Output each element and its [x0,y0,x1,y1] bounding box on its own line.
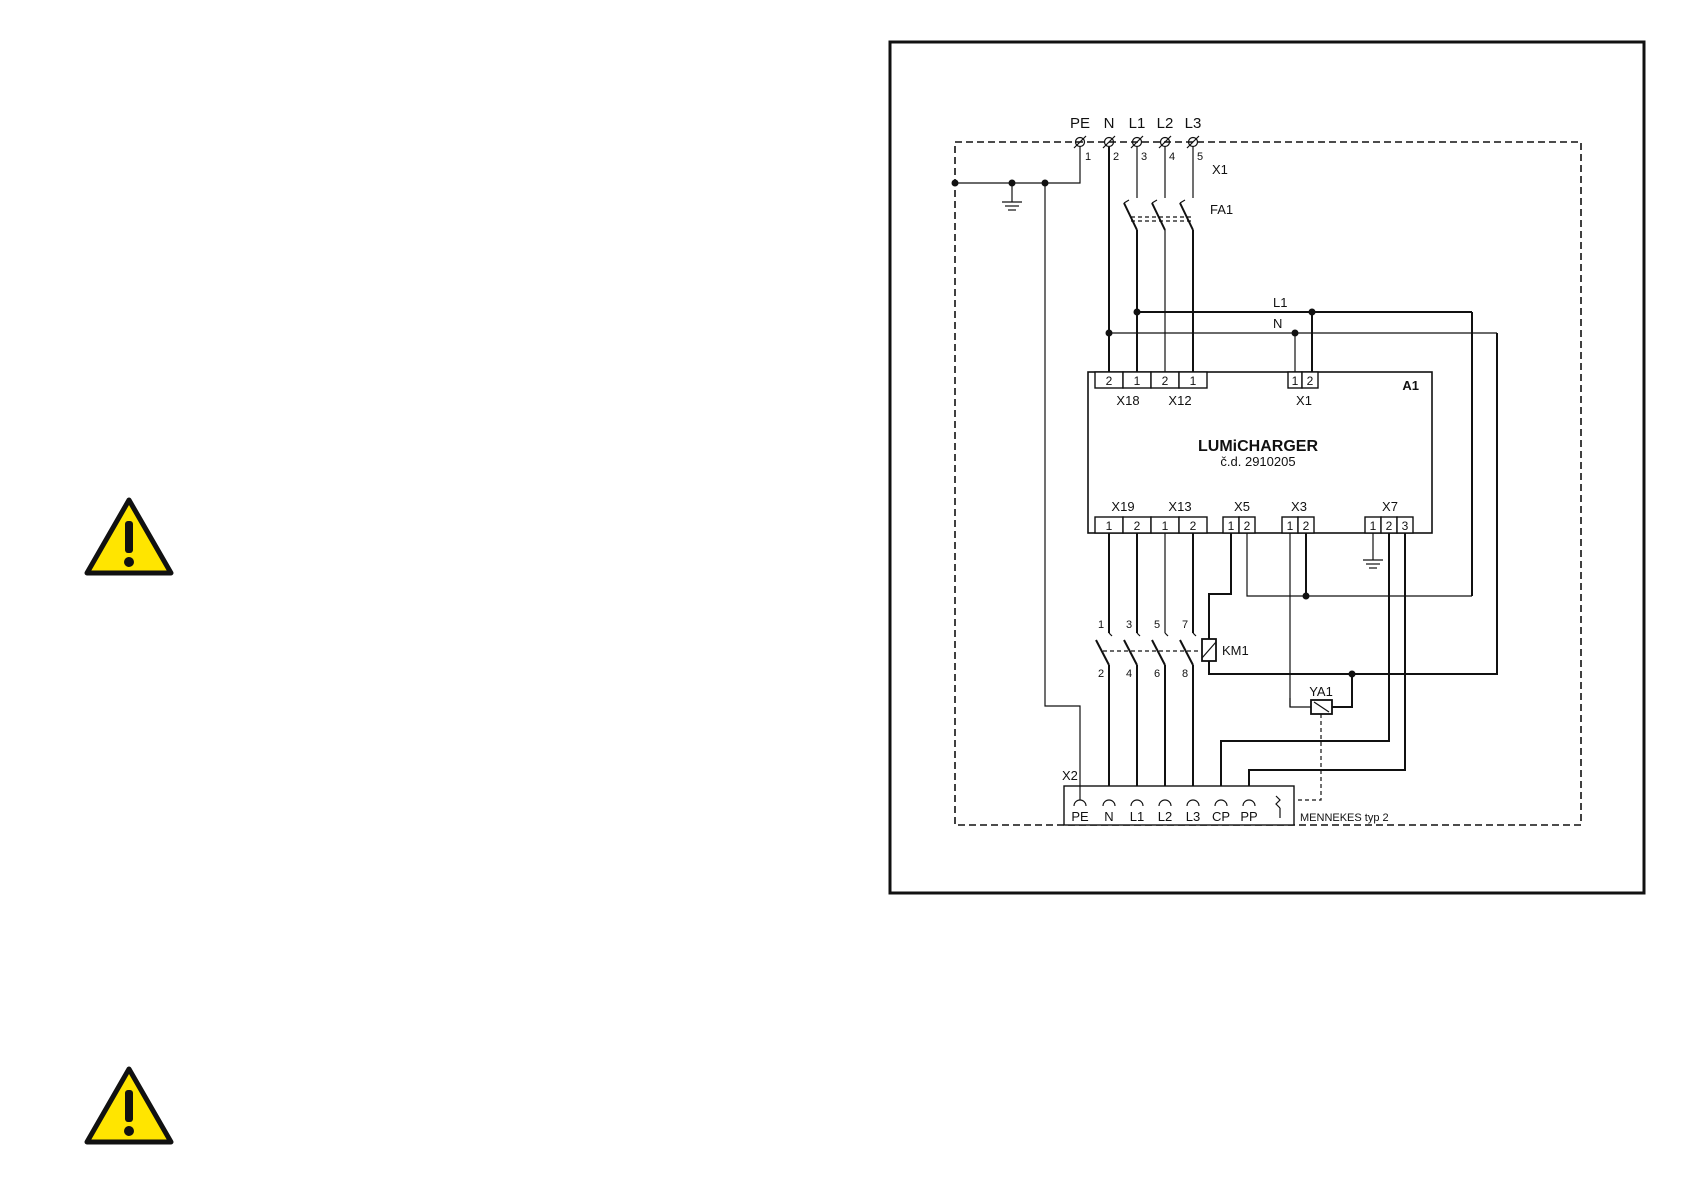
supply-pin-4: 4 [1169,151,1175,163]
svg-text:2: 2 [1106,374,1113,388]
svg-text:2: 2 [1134,519,1141,533]
svg-text:4: 4 [1126,668,1132,680]
breaker-fa1: FA1 [1124,147,1233,377]
svg-text:2: 2 [1098,668,1104,680]
module-code: č.d. 2910205 [1220,454,1295,469]
socket-type-label: MENNEKES typ 2 [1300,812,1389,824]
svg-text:CP: CP [1212,809,1230,824]
supply-label-l3: L3 [1185,115,1202,132]
supply-terminal-label: X1 [1212,162,1228,177]
supply-label-n: N [1104,115,1115,132]
svg-text:1: 1 [1134,374,1141,388]
supply-pin-1: 1 [1085,151,1091,163]
svg-text:2: 2 [1162,374,1169,388]
km1-label: KM1 [1222,643,1249,658]
supply-terminal-block: PE N L1 L2 L3 1 2 3 4 5 X1 [1070,115,1228,177]
svg-text:X3: X3 [1291,499,1307,514]
svg-text:X13: X13 [1168,499,1191,514]
svg-text:1: 1 [1162,519,1169,533]
svg-text:X12: X12 [1168,393,1191,408]
socket-x2: X2 PE N L1 L2 L3 CP PP MENNEKES typ 2 [1062,768,1389,825]
svg-text:1: 1 [1292,374,1299,388]
svg-text:1: 1 [1106,519,1113,533]
bus-label-n: N [1273,316,1282,331]
x7-ground-symbol [1363,533,1383,568]
svg-text:3: 3 [1402,519,1409,533]
svg-text:X7: X7 [1382,499,1398,514]
ya1-label: YA1 [1309,684,1333,699]
svg-text:5: 5 [1154,619,1160,631]
svg-text:2: 2 [1244,519,1251,533]
supply-pin-3: 3 [1141,151,1147,163]
svg-text:X19: X19 [1111,499,1134,514]
svg-text:L2: L2 [1158,809,1172,824]
socket-terminal-label: X2 [1062,768,1078,783]
pe-ground-net [952,147,1081,800]
svg-text:N: N [1104,809,1113,824]
svg-text:2: 2 [1190,519,1197,533]
supply-label-l2: L2 [1157,115,1174,132]
svg-text:1: 1 [1190,374,1197,388]
svg-text:X18: X18 [1116,393,1139,408]
svg-text:3: 3 [1126,619,1132,631]
svg-text:1: 1 [1370,519,1377,533]
svg-text:PP: PP [1240,809,1257,824]
svg-text:1: 1 [1228,519,1235,533]
module-name: LUMiCHARGER [1198,438,1318,455]
svg-text:1: 1 [1098,619,1104,631]
svg-text:2: 2 [1386,519,1393,533]
svg-text:L3: L3 [1186,809,1200,824]
supply-pin-2: 2 [1113,151,1119,163]
svg-text:X1: X1 [1296,393,1312,408]
svg-text:1: 1 [1287,519,1294,533]
module-id: A1 [1402,378,1419,393]
supply-pin-5: 5 [1197,151,1203,163]
svg-text:2: 2 [1307,374,1314,388]
actuator-ya1: YA1 [1290,671,1356,801]
svg-text:L1: L1 [1130,809,1144,824]
svg-text:8: 8 [1182,668,1188,680]
svg-text:X5: X5 [1234,499,1250,514]
svg-text:6: 6 [1154,668,1160,680]
svg-text:2: 2 [1303,519,1310,533]
contactor-km1: 1 3 5 7 2 4 6 8 KM1 [1096,533,1249,800]
supply-label-pe: PE [1070,115,1090,132]
supply-label-l1: L1 [1129,115,1146,132]
svg-text:7: 7 [1182,619,1188,631]
module-a1: A1 LUMiCHARGER č.d. 2910205 2 1 X18 2 1 … [1088,372,1432,533]
x7-signal-wiring [1221,533,1405,800]
breaker-label: FA1 [1210,202,1233,217]
svg-text:PE: PE [1071,809,1089,824]
socket-box [1064,786,1294,825]
bus-label-l1: L1 [1273,295,1287,310]
